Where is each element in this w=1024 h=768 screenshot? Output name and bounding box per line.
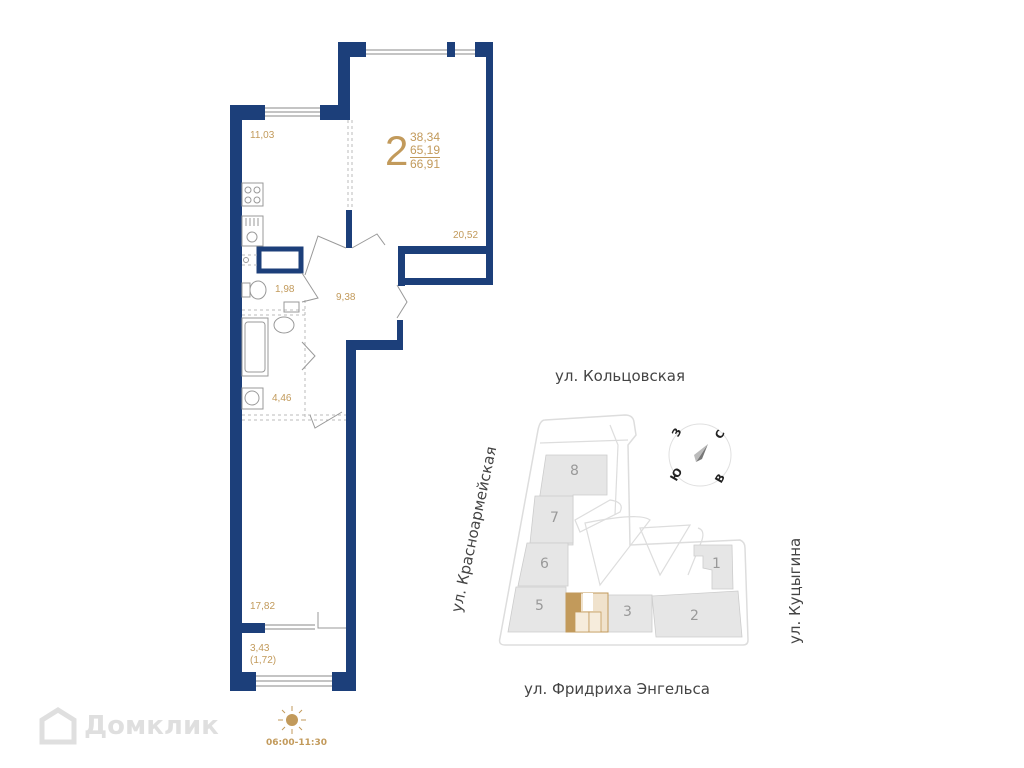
kitchen-area: 11,03 <box>250 130 275 141</box>
watermark: Домклик <box>38 706 219 746</box>
building-6: 6 <box>540 556 549 572</box>
rooms-count: 2 <box>385 127 409 174</box>
building-3: 3 <box>623 604 632 620</box>
sun-time-range: 06:00-11:30 <box>266 738 328 748</box>
bathroom-area: 4,46 <box>272 393 292 404</box>
toilet-area: 1,98 <box>275 284 295 295</box>
street-east: ул. Куцыгина <box>786 537 804 644</box>
domclick-logo-icon <box>39 707 77 745</box>
windows <box>256 49 475 687</box>
street-north: ул. Кольцовская <box>555 367 686 385</box>
sun-icon <box>278 706 306 734</box>
living-room-area: 17,82 <box>250 601 276 612</box>
balcony-area-value: 3,43 <box>250 643 270 654</box>
walls <box>230 42 493 691</box>
dashed-partitions <box>242 120 353 421</box>
highlighted-building <box>565 592 609 633</box>
doors <box>301 233 408 629</box>
hall-area: 9,38 <box>336 292 356 303</box>
building-7: 7 <box>550 510 559 526</box>
living-area: 38,34 <box>410 130 441 144</box>
area-summary: 38,34 65,19 66,91 <box>410 130 441 171</box>
balcony-reduced-area: (1,72) <box>250 655 277 666</box>
street-south: ул. Фридриха Энгельса <box>524 680 710 698</box>
building-5: 5 <box>535 598 544 614</box>
balcony-area: 3,43 (1,72) <box>250 643 276 667</box>
fixtures <box>241 182 300 410</box>
building-8: 8 <box>570 463 579 479</box>
bedroom-area: 20,52 <box>453 230 479 241</box>
buildings <box>507 454 743 638</box>
total-area-with-balcony: 66,91 <box>410 157 441 171</box>
building-2: 2 <box>690 608 699 624</box>
building-1: 1 <box>712 556 721 572</box>
total-area: 65,19 <box>410 143 441 158</box>
compass-icon <box>668 423 732 487</box>
watermark-text: Домклик <box>84 711 219 741</box>
